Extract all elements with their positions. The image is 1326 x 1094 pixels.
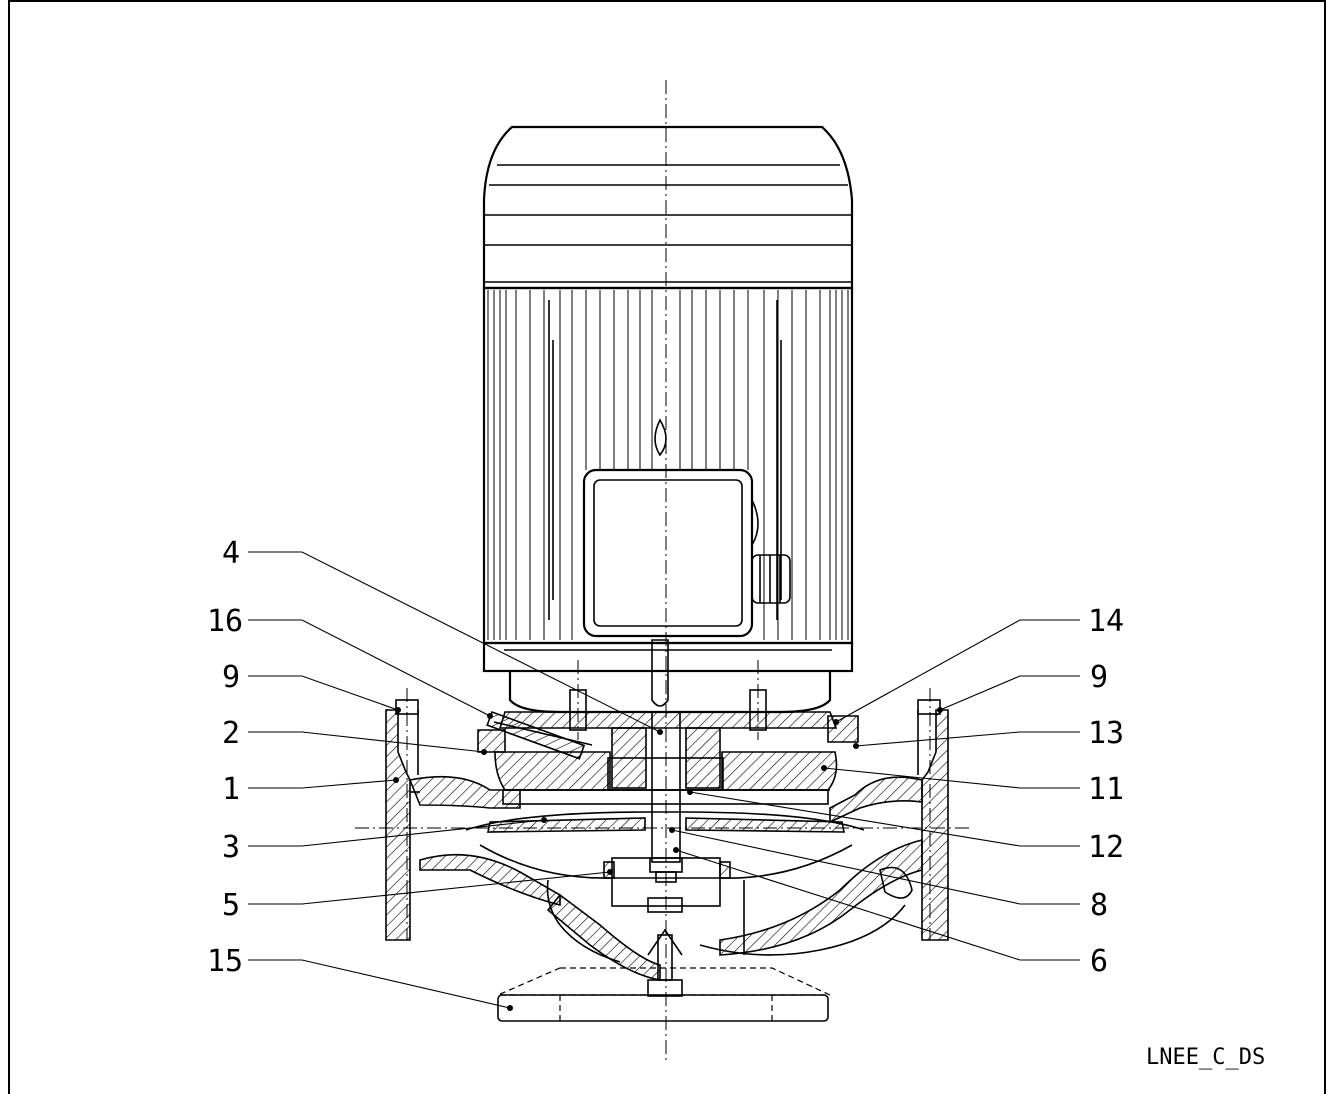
callout-9-right: 9 [1090, 660, 1108, 695]
callout-11: 11 [1088, 772, 1124, 807]
callout-6: 6 [1090, 944, 1108, 979]
motor-body [482, 286, 854, 645]
callout-15: 15 [207, 944, 243, 979]
callout-16: 16 [207, 604, 243, 639]
center-lines [355, 80, 970, 1060]
callout-5: 5 [222, 888, 240, 923]
shaft-and-impeller [465, 711, 865, 907]
drawing-id: LNEE_C_DS [1146, 1045, 1265, 1070]
callout-14: 14 [1088, 604, 1124, 639]
callout-9-left: 9 [222, 660, 240, 695]
pump-bracket [477, 710, 859, 805]
callout-8: 8 [1090, 888, 1108, 923]
callout-numbers: 4 16 9 2 1 3 5 15 14 9 13 11 12 8 6 [207, 536, 1124, 979]
callout-12: 12 [1088, 830, 1124, 865]
callout-2: 2 [222, 716, 240, 751]
terminal-box [582, 468, 791, 638]
callout-3: 3 [222, 830, 240, 865]
callout-13: 13 [1088, 716, 1124, 751]
callout-1: 1 [222, 772, 240, 807]
motor-flange [482, 639, 854, 731]
callout-4: 4 [222, 536, 240, 571]
drawing-frame [8, 0, 1326, 1094]
support-foot [497, 928, 831, 1022]
motor-fan-cover [482, 125, 854, 290]
pump-casing [385, 699, 949, 981]
leader-lines [248, 551, 1080, 1011]
